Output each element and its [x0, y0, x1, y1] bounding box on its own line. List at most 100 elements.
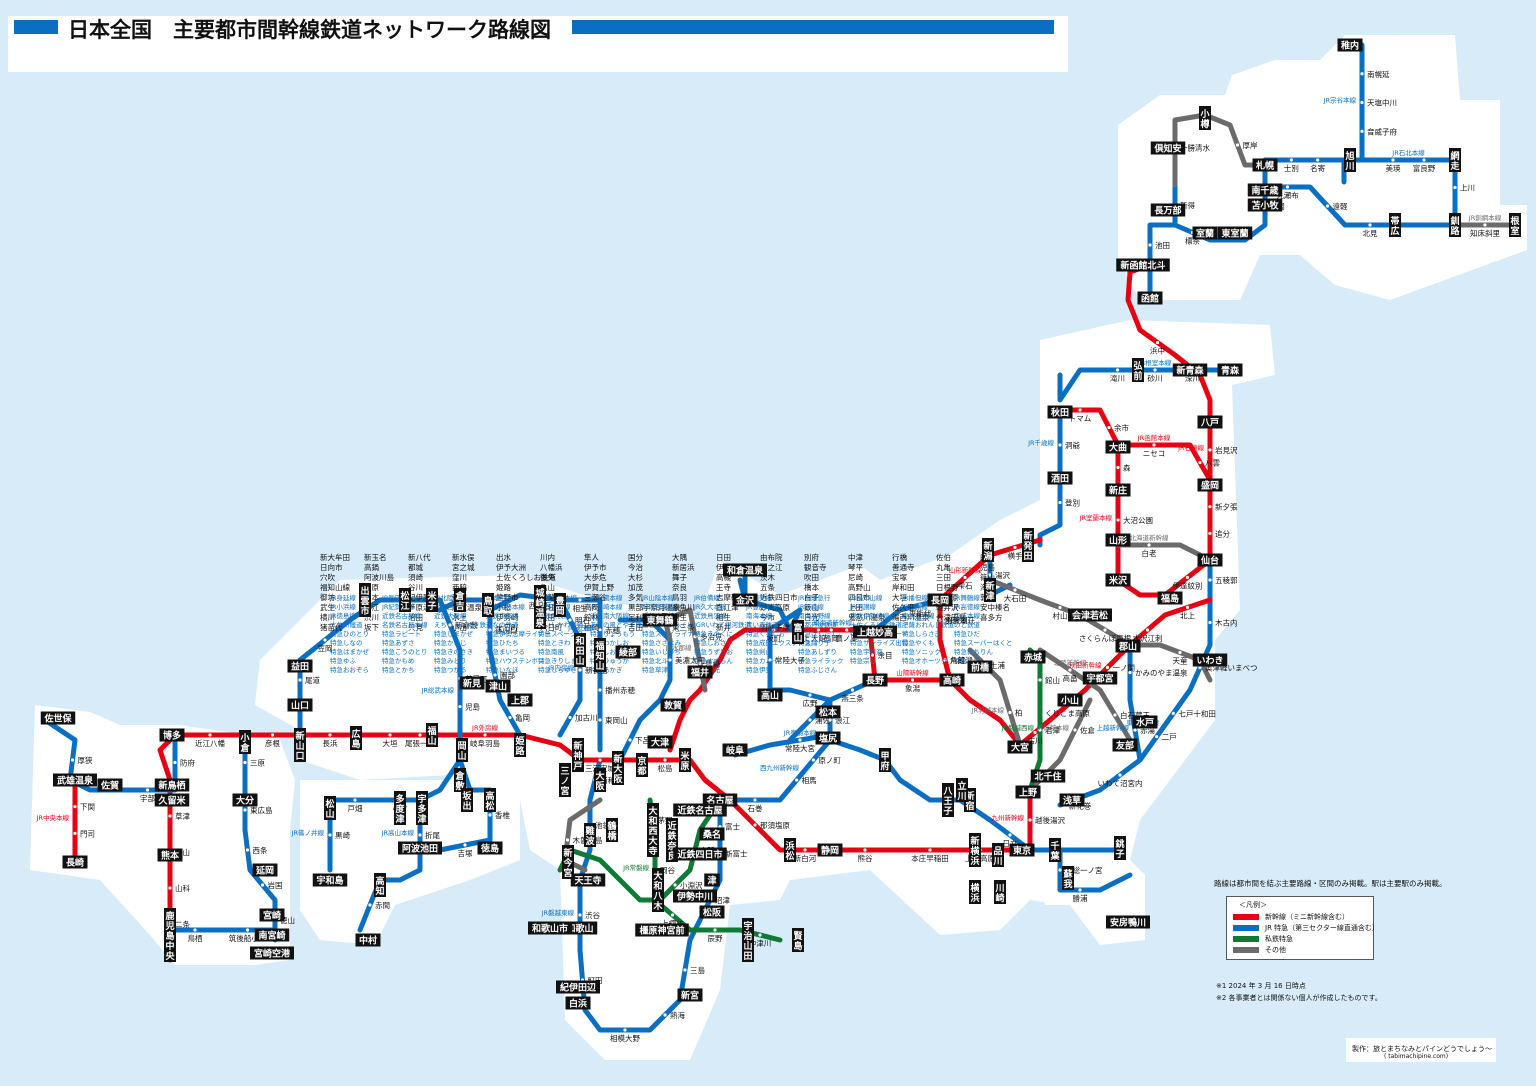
- minor-station-dot: [772, 628, 776, 632]
- minor-station-dot: [598, 688, 602, 692]
- minor-station-dot: [928, 848, 932, 852]
- station-name: 津: [707, 875, 716, 887]
- station-name: 賢島: [793, 930, 803, 952]
- station-name: 安房鴨川: [1110, 917, 1146, 929]
- station-name: 松江: [400, 590, 409, 612]
- station-name: 倶知安: [1153, 143, 1181, 155]
- minor-station-label: 羽後本荘: [945, 615, 975, 625]
- station-shinkobe: 新神戸: [572, 738, 584, 772]
- minor-station-label: 相生: [716, 612, 731, 622]
- minor-station-label: 下呂: [635, 736, 650, 745]
- minor-station-label: 鳥羽: [672, 592, 687, 602]
- line-label: 特急ゆふ: [330, 656, 356, 665]
- minor-station-label: 本庄早稲田: [911, 853, 949, 863]
- station-box: [1047, 405, 1073, 419]
- station-kintetsuyokkaichi: 近鉄四日市: [673, 847, 727, 861]
- station-name: 赤城: [1024, 652, 1042, 664]
- station-name: 宮崎: [263, 910, 281, 922]
- minor-station-label: 佐伯: [936, 552, 951, 562]
- minor-station-label: 御坊: [320, 592, 335, 602]
- station-mito: 水戸: [1132, 715, 1158, 729]
- minor-station-label: 窪川: [452, 572, 467, 582]
- station-name: 室蘭: [1196, 228, 1214, 240]
- line-label: 特急あかぎ: [590, 665, 623, 674]
- station-name: 福井: [690, 667, 709, 679]
- station-name: 長岡: [931, 596, 949, 607]
- minor-station-dot: [1453, 185, 1457, 190]
- minor-station-dot: [683, 968, 687, 972]
- station-shinyokohama: 新横浜: [969, 833, 981, 867]
- minor-station-dot: [693, 635, 697, 639]
- minor-station-label: 吉塚: [458, 849, 473, 858]
- minor-station-label: 串本: [364, 592, 379, 602]
- line-label: 特急北斗: [642, 656, 669, 665]
- station-name: 新山口: [295, 730, 304, 762]
- station-nemuro: 根室: [1509, 213, 1521, 237]
- station-name: 釧路: [1449, 215, 1460, 237]
- minor-station-label: 角館: [950, 655, 965, 665]
- station-kashikojima: 賢島: [792, 928, 804, 952]
- station-box: [1217, 226, 1253, 240]
- station-shinjo: 新庄: [1105, 483, 1131, 497]
- map-note: 路線は都市間を結ぶ主要路線・区間のみ掲載。駅は主要駅のみ掲載。: [1214, 879, 1447, 888]
- station-masuda: 益田: [287, 659, 313, 673]
- station-name: 小山: [1060, 695, 1079, 707]
- station-name: 千葉: [1049, 840, 1060, 862]
- line-label: JR磐越西線: [1001, 723, 1035, 732]
- minor-station-label: 四日市: [848, 592, 871, 602]
- station-kitasenju: 北千住: [1030, 769, 1066, 783]
- station-box: [565, 996, 591, 1010]
- line-label: 特急宗谷: [850, 656, 877, 665]
- minor-station-dot: [850, 688, 855, 692]
- station-box: [792, 928, 804, 952]
- minor-station-label: 山科: [175, 883, 190, 893]
- station-name: 盛岡: [1201, 480, 1219, 492]
- minor-station-label: 砂川: [1148, 373, 1163, 383]
- line-label: JR智頭急行: [797, 593, 831, 602]
- minor-station-label: 沼田: [408, 613, 423, 622]
- station-takasaki: 高崎: [939, 673, 965, 687]
- line-label: 近鉄鳥羽線: [694, 611, 727, 620]
- station-name: 上越妙高: [857, 627, 893, 639]
- station-soga: 蘇我: [1062, 866, 1074, 890]
- station-shingu: 新宮: [677, 988, 703, 1002]
- minor-station-label: 日立: [1003, 838, 1018, 848]
- station-name: 福知山: [594, 640, 604, 672]
- minor-station-label: 妙高高原: [760, 602, 790, 612]
- station-box: [1020, 650, 1046, 664]
- minor-station-label: 田沢湖: [945, 616, 968, 625]
- minor-station-label: いわて沼宮内: [1098, 778, 1143, 788]
- station-box: [967, 660, 993, 674]
- minor-station-label: 士別: [1284, 163, 1299, 173]
- line-label: JR内房線: [547, 663, 574, 672]
- minor-station-dot: [803, 848, 807, 852]
- station-kurume: 久留米: [154, 793, 190, 807]
- line-label: 特急かもめ: [382, 656, 415, 665]
- line-label: 特急ときわ: [538, 638, 571, 647]
- station-box: [355, 933, 381, 947]
- station-box: [679, 748, 691, 772]
- rail-line-other-32: [967, 647, 1023, 748]
- line-label: 特急しおさい: [694, 638, 733, 647]
- station-box: [652, 868, 664, 912]
- minor-station-label: 勝浦: [1073, 893, 1089, 903]
- station-name: 宇和島: [316, 875, 343, 887]
- station-box: [939, 673, 965, 687]
- line-label: 特急いなほ: [486, 665, 519, 674]
- line-label: JR播但線: [901, 593, 928, 602]
- line-label: JR湖西線: [485, 593, 512, 602]
- minor-station-label: 那須塩原: [760, 820, 790, 830]
- minor-station-label: 相馬: [802, 775, 817, 785]
- station-box: [485, 679, 511, 693]
- minor-station-dot: [173, 760, 177, 765]
- station-box: [507, 693, 533, 707]
- line-label: JR福知山線: [849, 593, 883, 602]
- minor-station-label: 小松: [496, 602, 511, 612]
- minor-station-dot: [910, 678, 915, 682]
- line-label: JR予讃線: [849, 602, 876, 611]
- station-tomobe: 友部: [1112, 738, 1138, 752]
- minor-station-label: 石巻: [748, 803, 763, 813]
- station-ueno: 上野: [1015, 785, 1041, 799]
- station-box: [969, 833, 981, 867]
- station-utazu: 宇多津: [416, 791, 428, 825]
